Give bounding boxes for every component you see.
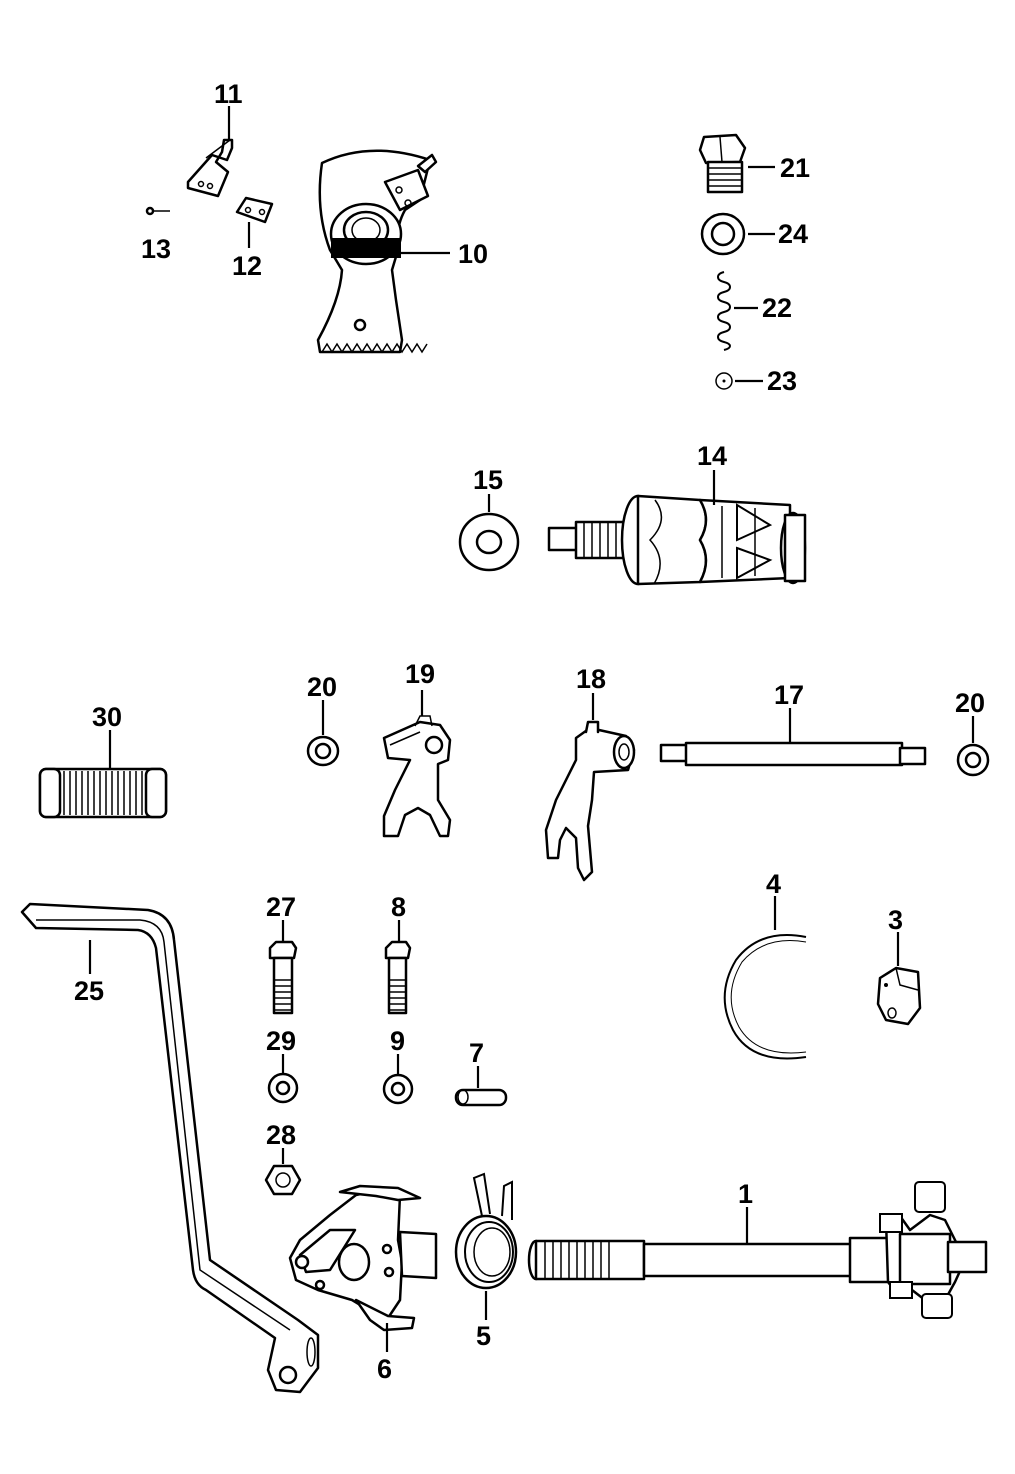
gasket-icon <box>700 212 746 256</box>
spring-icon <box>717 271 731 351</box>
callout-6: 6 <box>377 1354 392 1384</box>
bolt-icon <box>384 940 412 1015</box>
plate-icon <box>235 196 274 224</box>
kick-segment-gear-icon <box>316 149 438 354</box>
callout-23: 23 <box>767 366 797 396</box>
plug-bolt-icon <box>698 133 747 194</box>
callout-18: 18 <box>576 664 606 694</box>
callout-11: 11 <box>214 79 243 109</box>
nut-icon <box>264 1164 302 1196</box>
washer-icon <box>956 743 990 777</box>
callout-20b: 20 <box>955 688 985 718</box>
shift-fork-icon <box>382 715 452 838</box>
callout-30: 30 <box>92 702 122 732</box>
torsion-spring-icon <box>454 1172 518 1290</box>
callout-1: 1 <box>738 1179 753 1209</box>
callout-13: 13 <box>141 234 171 264</box>
callout-14: 14 <box>697 441 727 471</box>
callout-22: 22 <box>762 293 792 323</box>
callout-9: 9 <box>390 1026 405 1056</box>
callout-4: 4 <box>766 869 781 899</box>
fork-shaft-icon <box>659 741 927 767</box>
dowel-pin-icon <box>454 1088 508 1107</box>
callout-10: 10 <box>458 239 488 269</box>
callout-17: 17 <box>774 680 804 710</box>
callout-8: 8 <box>391 892 406 922</box>
ball-icon <box>715 372 733 390</box>
shift-drum-icon <box>547 494 807 586</box>
callout-5: 5 <box>476 1321 491 1351</box>
washer-icon <box>306 735 340 767</box>
callout-7: 7 <box>469 1038 484 1068</box>
thrust-washer-icon <box>458 512 520 572</box>
callout-28: 28 <box>266 1120 296 1150</box>
callout-24: 24 <box>778 219 808 249</box>
circlip-icon <box>723 934 807 1060</box>
shift-cam-icon <box>288 1184 438 1332</box>
callout-20a: 20 <box>307 672 337 702</box>
oil-filter-icon <box>38 767 168 819</box>
callout-15: 15 <box>473 465 503 495</box>
bolt-icon <box>268 940 298 1015</box>
pin-icon <box>145 206 170 216</box>
callout-29: 29 <box>266 1026 296 1056</box>
callout-27: 27 <box>266 892 296 922</box>
callout-21: 21 <box>780 153 810 183</box>
callout-25: 25 <box>74 976 104 1006</box>
guide-icon <box>186 138 234 198</box>
callout-3: 3 <box>888 905 903 935</box>
shift-fork-icon <box>544 720 636 882</box>
shift-pedal-icon <box>20 902 320 1394</box>
washer-icon <box>382 1073 414 1105</box>
stopper-plate-icon <box>876 966 922 1026</box>
callout-19: 19 <box>405 659 435 689</box>
washer-icon <box>267 1072 299 1104</box>
shift-shaft-icon <box>527 1181 988 1319</box>
callout-12: 12 <box>232 251 262 281</box>
